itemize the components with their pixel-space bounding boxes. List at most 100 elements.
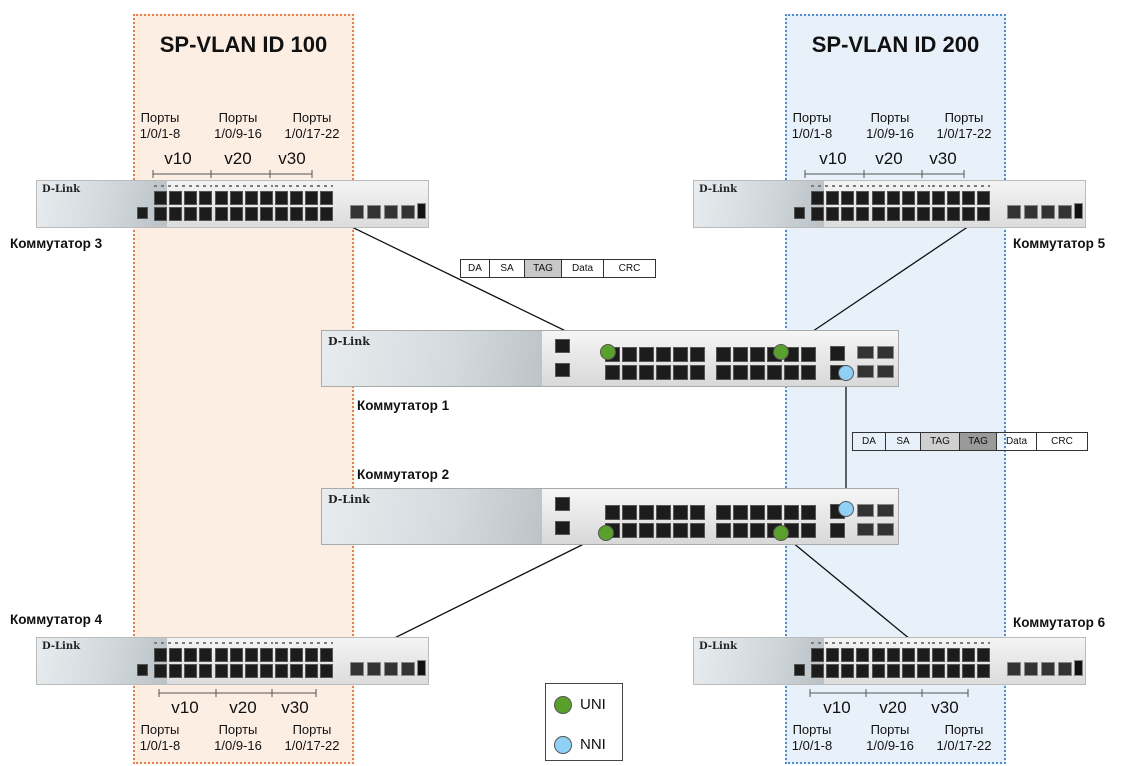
port-leds	[811, 185, 869, 187]
rj45-port	[639, 365, 654, 380]
sw6-vlan-v10: v10	[823, 698, 851, 717]
vlan-brackets-sw6	[809, 689, 969, 697]
rj45-port	[690, 365, 705, 380]
rj45-port	[320, 207, 333, 221]
rj45-port	[275, 648, 288, 662]
rj45-port	[917, 207, 930, 221]
port-leds	[932, 185, 990, 187]
rj45-port	[275, 664, 288, 678]
dlink-logo: D-Link	[42, 184, 81, 195]
console-port	[794, 664, 805, 676]
rj45-port	[872, 664, 885, 678]
rj45-port	[962, 664, 975, 678]
rj45-port	[260, 207, 273, 221]
switch-2-name: Коммутатор 2	[357, 467, 450, 482]
rj45-port	[902, 664, 915, 678]
sp-vlan-200-title: SP-VLAN ID 200	[811, 32, 980, 57]
port-leds	[215, 642, 273, 644]
sw5-vlan-v10: v10	[819, 149, 847, 168]
rj45-port	[801, 505, 816, 520]
rj45-port	[977, 207, 990, 221]
sfp-port	[1007, 205, 1021, 219]
vlan-brackets-sw3	[152, 170, 313, 178]
rj45-port	[947, 648, 960, 662]
rj45-port	[245, 191, 258, 205]
combo-port	[830, 346, 845, 361]
rj45-port	[767, 365, 782, 380]
switch-faceplate	[694, 181, 824, 227]
dlink-logo: D-Link	[328, 493, 370, 506]
pkt1-sa: SA	[490, 260, 525, 277]
rj45-port	[154, 207, 167, 221]
sw5-vlan-v20: v20	[875, 149, 903, 168]
rj45-port	[290, 664, 303, 678]
sw6-vlan-v20: v20	[879, 698, 907, 717]
switch-4-name: Коммутатор 4	[10, 612, 103, 627]
rj45-port	[605, 365, 620, 380]
rj45-port	[639, 505, 654, 520]
rj45-port	[690, 505, 705, 520]
rj45-port	[673, 523, 688, 538]
rj45-port	[902, 648, 915, 662]
rj45-port	[230, 648, 243, 662]
rj45-port	[169, 191, 182, 205]
sfp-port	[877, 365, 894, 378]
rj45-port	[230, 207, 243, 221]
port-leds	[154, 642, 212, 644]
rj45-port-block-1	[811, 191, 869, 221]
rj45-port	[154, 664, 167, 678]
rj45-port	[947, 191, 960, 205]
port-leds	[872, 642, 930, 644]
rj45-port	[605, 505, 620, 520]
rj45-port	[320, 664, 333, 678]
rj45-port-group-2	[716, 347, 816, 380]
pkt2-crc: CRC	[1051, 436, 1073, 447]
rj45-port	[811, 648, 824, 662]
sfp-port	[1007, 662, 1021, 676]
rj45-port-block-2	[215, 191, 273, 221]
dlink-logo: D-Link	[328, 335, 370, 348]
rj45-port	[977, 191, 990, 205]
rj45-port	[199, 191, 212, 205]
rj45-port-block-2	[872, 648, 930, 678]
rj45-port-block-3	[275, 191, 333, 221]
management-port	[555, 363, 570, 377]
rj45-port	[260, 191, 273, 205]
rj45-port	[932, 664, 945, 678]
port-leds	[215, 185, 273, 187]
rj45-port	[750, 347, 765, 362]
rj45-port	[887, 664, 900, 678]
port-leds	[154, 185, 212, 187]
pkt1-tag: TAG	[525, 260, 562, 277]
rj45-port	[320, 648, 333, 662]
rj45-port	[932, 648, 945, 662]
status-display	[1074, 660, 1083, 676]
rj45-port	[656, 523, 671, 538]
rj45-port	[887, 648, 900, 662]
sfp-port	[857, 523, 874, 536]
pkt1-da: DA	[461, 260, 490, 277]
rj45-port	[856, 207, 869, 221]
sw6-vlan-v30: v30	[931, 698, 959, 717]
management-port	[555, 339, 570, 353]
uni-port-sw1-left	[600, 344, 616, 360]
rj45-port	[917, 191, 930, 205]
rj45-port	[962, 207, 975, 221]
sw4-vlan-v10: v10	[171, 698, 199, 717]
rj45-port	[977, 664, 990, 678]
packet-double-tag: DA SA TAG TAG Data CRC	[852, 432, 1088, 451]
sfp-port	[1058, 662, 1072, 676]
rj45-port	[841, 207, 854, 221]
rj45-port	[656, 365, 671, 380]
status-display	[1074, 203, 1083, 219]
management-port	[555, 497, 570, 511]
switch-6: D-Link	[693, 637, 1086, 685]
rj45-port	[872, 648, 885, 662]
rj45-port	[245, 207, 258, 221]
legend: UNI NNI	[545, 683, 623, 761]
rj45-port	[733, 523, 748, 538]
rj45-port	[917, 664, 930, 678]
